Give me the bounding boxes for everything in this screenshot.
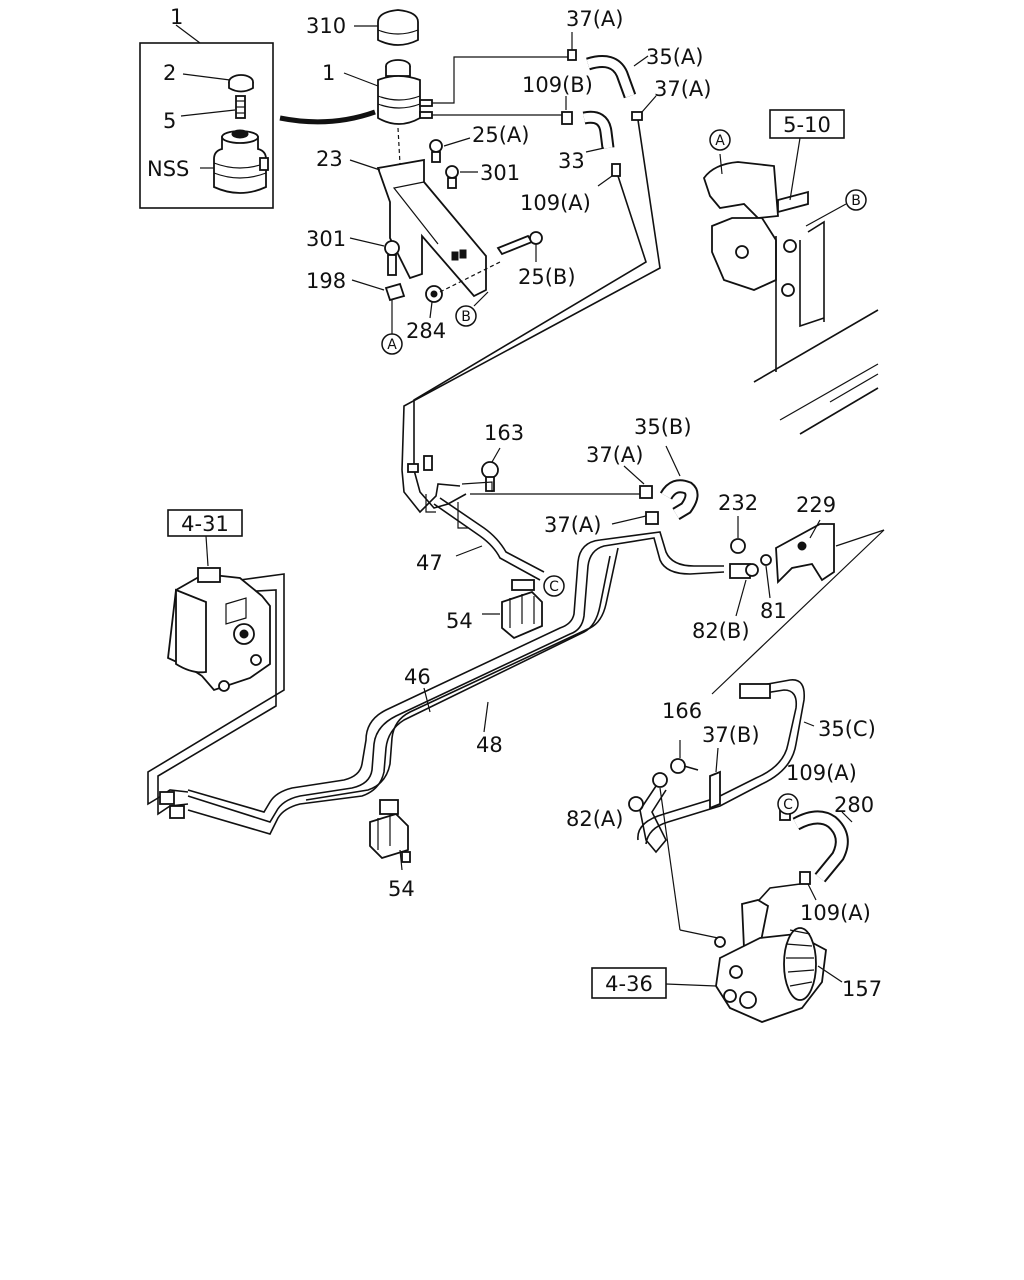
callout-109b: 109(B) [522, 73, 593, 97]
callout-166: 166 [662, 699, 702, 723]
callout-nss: NSS [147, 157, 189, 181]
callout-81: 81 [760, 599, 787, 623]
callout-47: 47 [416, 551, 443, 575]
marker-c-hose-47: C [549, 579, 559, 595]
callout-109a-bottom: 109(A) [800, 901, 871, 925]
hoses-middle [401, 445, 699, 581]
callout-2: 2 [163, 61, 176, 85]
callout-163: 163 [484, 421, 524, 445]
callout-35b: 35(B) [634, 415, 692, 439]
callout-54-lower: 54 [388, 877, 415, 901]
callout-46: 46 [404, 665, 431, 689]
callout-25b: 25(B) [518, 265, 576, 289]
ref-box-5-10: 5-10 [783, 113, 831, 137]
callout-23: 23 [316, 147, 343, 171]
steering-gear-4-31 [167, 509, 271, 692]
callout-1-top: 1 [170, 5, 183, 29]
callout-301-lower: 301 [306, 227, 346, 251]
callout-109a-right: 109(A) [786, 761, 857, 785]
callout-232: 232 [718, 491, 758, 515]
callout-198: 198 [306, 269, 346, 293]
callout-37a-mid-lower: 37(A) [544, 513, 601, 537]
callout-33: 33 [558, 149, 585, 173]
callout-35c: 35(C) [818, 717, 876, 741]
callout-157: 157 [842, 977, 882, 1001]
callout-310: 310 [306, 14, 346, 38]
callout-54-upper: 54 [446, 609, 473, 633]
callout-109a-top: 109(A) [520, 191, 591, 215]
callout-82b: 82(B) [692, 619, 750, 643]
ref-box-4-31: 4-31 [181, 512, 229, 536]
callout-25a: 25(A) [472, 123, 529, 147]
frame-bracket-5-10 [703, 109, 879, 435]
hoses-top [401, 32, 661, 471]
callout-1: 1 [322, 61, 335, 85]
callout-82a: 82(A) [566, 807, 623, 831]
callout-37a-second: 37(A) [654, 77, 711, 101]
reference-box-labels: 5-10 4-31 4-36 [181, 113, 831, 996]
clamp-54-lower [369, 799, 411, 871]
reference-marker-letters: A B A B C C [387, 133, 861, 813]
marker-a-top: A [715, 133, 725, 149]
callout-48: 48 [476, 733, 503, 757]
callout-301-upper: 301 [480, 161, 520, 185]
reservoir-assembly [343, 9, 543, 334]
callout-37a-top: 37(A) [566, 7, 623, 31]
callout-280: 280 [834, 793, 874, 817]
callout-37b: 37(B) [702, 723, 760, 747]
marker-b-top: B [851, 193, 861, 209]
pump-4-36 [591, 679, 853, 1023]
clamp-54-upper [482, 579, 543, 640]
ref-box-4-36: 4-36 [605, 972, 653, 996]
callout-5: 5 [163, 109, 176, 133]
reference-markers [381, 129, 867, 815]
callout-284: 284 [406, 319, 446, 343]
marker-b-low: B [461, 309, 471, 325]
callout-229: 229 [796, 493, 836, 517]
marker-c-hose-280: C [783, 797, 793, 813]
callout-labels: 1 310 1 2 5 NSS 37(A) 35(A) 109(B) 37(A)… [147, 5, 882, 1001]
reservoir-inset [139, 24, 376, 209]
callout-37a-mid: 37(A) [586, 443, 643, 467]
callout-35a: 35(A) [646, 45, 703, 69]
pipes-lower [147, 516, 885, 835]
marker-a-low: A [387, 337, 397, 353]
